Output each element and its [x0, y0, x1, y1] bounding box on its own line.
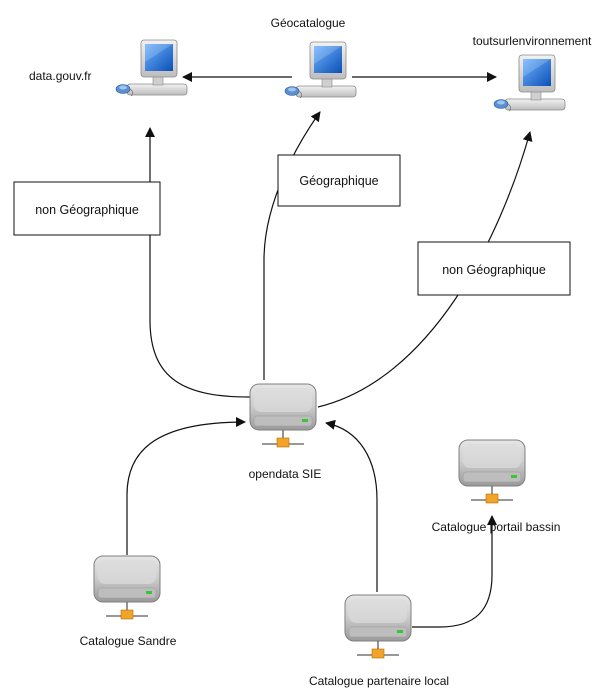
node-label: opendata SIE — [249, 467, 322, 481]
server-icon — [458, 439, 526, 504]
edge-opendata-to-geocatalogue — [263, 111, 321, 380]
server-icon — [249, 383, 317, 448]
node-catalogue-portail-bassin: Catalogue portail bassin — [432, 439, 561, 534]
edge-opendata-to-datagouv — [145, 127, 251, 398]
desktop-computer-icon — [493, 54, 566, 112]
node-opendata-sie: opendata SIE — [249, 383, 322, 481]
node-catalogue-sandre: Catalogue Sandre — [80, 555, 177, 648]
desktop-computer-icon — [284, 41, 357, 99]
edge-label-geographique: Géographique — [277, 154, 401, 207]
node-datagouv: data.gouv.fr — [29, 39, 188, 97]
server-icon — [93, 555, 161, 620]
node-toutsur: toutsurlenvironnement — [473, 34, 592, 112]
node-catalogue-partenaire-local: Catalogue partenaire local — [309, 594, 449, 688]
node-label: Géocatalogue — [271, 16, 346, 30]
edge-label-non-geographique-datagouv: non Géographique — [13, 181, 161, 236]
edge-partenaire-to-opendata — [325, 419, 378, 592]
edge-label-text: Géographique — [299, 174, 378, 188]
server-icon — [344, 594, 412, 659]
edge-label-text: non Géographique — [442, 263, 546, 277]
edge-partenaire-to-bassin — [412, 515, 497, 628]
node-label: Catalogue Sandre — [80, 634, 177, 648]
edge-label-text: non Géographique — [35, 203, 139, 217]
edge-opendata-to-toutsur — [317, 131, 533, 408]
node-label: Catalogue partenaire local — [309, 674, 449, 688]
node-label: toutsurlenvironnement — [473, 34, 592, 48]
edge-label-non-geographique-toutsur: non Géographique — [417, 241, 571, 296]
node-geocatalogue: Géocatalogue — [271, 16, 357, 99]
node-label: data.gouv.fr — [29, 69, 91, 83]
node-label: Catalogue portail bassin — [432, 520, 561, 534]
edge-sandre-to-opendata — [126, 417, 246, 555]
desktop-computer-icon — [115, 39, 188, 97]
